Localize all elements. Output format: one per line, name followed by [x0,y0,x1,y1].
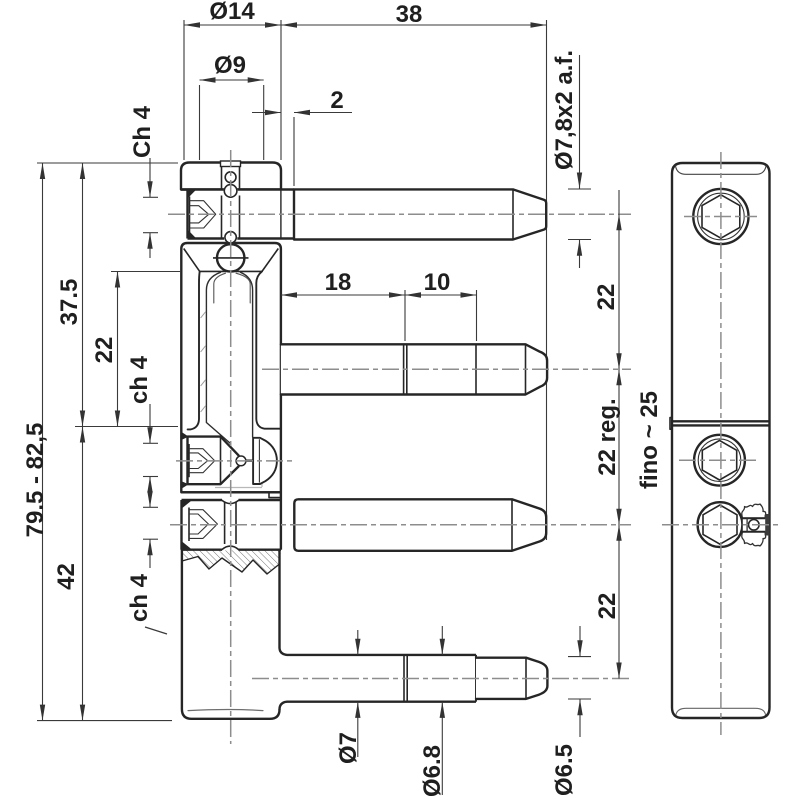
svg-text:22: 22 [91,337,118,364]
svg-text:Ø7,8x2 a.f.: Ø7,8x2 a.f. [551,50,578,170]
svg-text:79.5 - 82,5: 79.5 - 82,5 [22,423,49,538]
svg-text:Ø6.5: Ø6.5 [551,744,578,796]
svg-text:10: 10 [424,269,451,296]
svg-text:Ch 4: Ch 4 [129,105,156,158]
svg-text:22: 22 [594,593,621,620]
svg-text:38: 38 [396,1,423,28]
svg-text:22: 22 [593,284,620,311]
svg-text:2: 2 [330,87,343,114]
svg-text:Ø6.8: Ø6.8 [419,745,446,797]
svg-text:fino ~ 25: fino ~ 25 [636,391,663,489]
svg-text:42: 42 [53,563,80,590]
svg-text:Ø9: Ø9 [214,52,246,79]
svg-text:Ø7: Ø7 [335,732,362,764]
svg-text:ch 4: ch 4 [126,573,153,622]
svg-text:18: 18 [325,269,352,296]
svg-text:Ø14: Ø14 [209,0,255,25]
svg-text:37.5: 37.5 [56,279,83,326]
svg-text:22 reg.: 22 reg. [594,398,621,475]
svg-text:ch 4: ch 4 [126,355,153,404]
